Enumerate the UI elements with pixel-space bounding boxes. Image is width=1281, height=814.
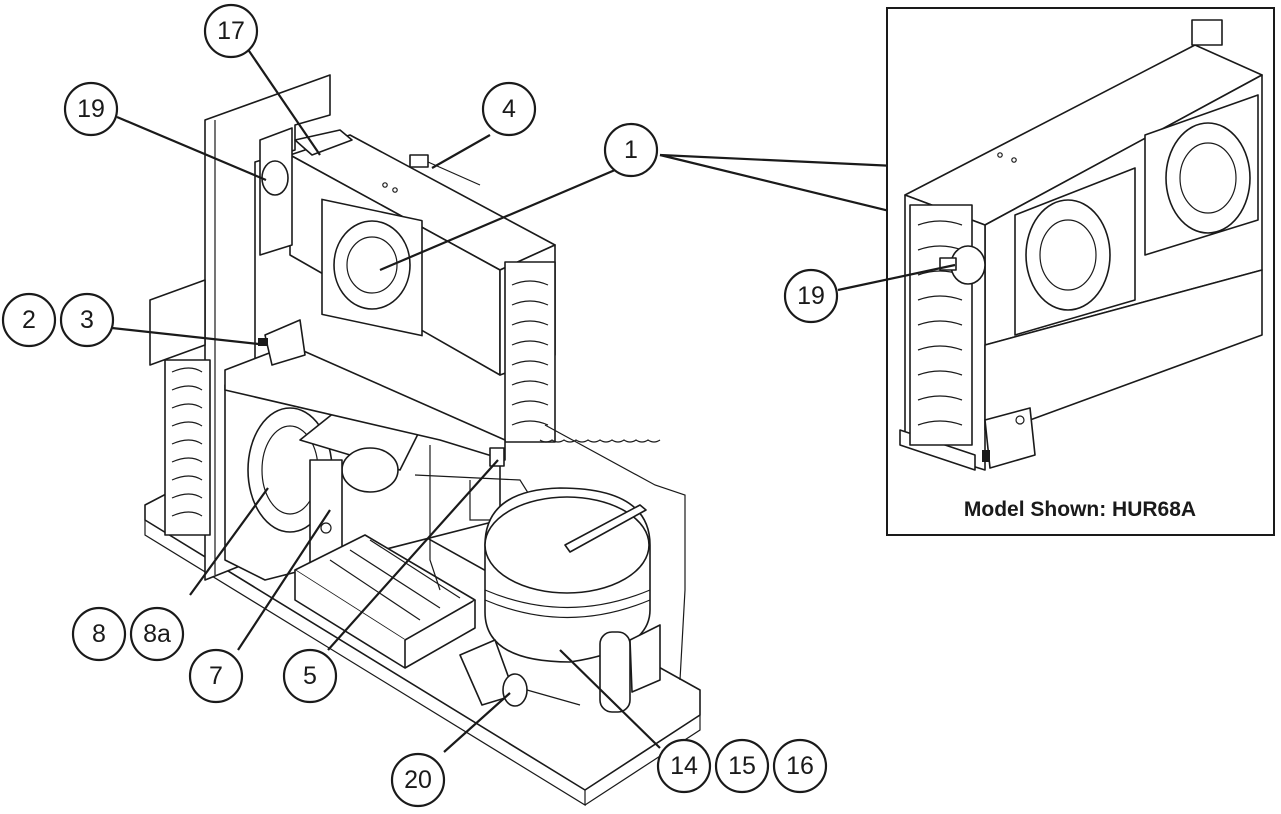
callout-19-inset: 19 [783,268,839,324]
callout-3: 3 [59,292,115,348]
evaporator-housing [224,134,556,461]
callout-8: 8 [71,606,127,662]
svg-text:19: 19 [77,95,105,123]
callout-1: 1 [603,122,659,178]
thermostat-knob-main [259,127,293,256]
inset-evaporator-coil [909,204,973,446]
svg-text:7: 7 [209,662,223,690]
svg-text:14: 14 [670,752,698,780]
evaporator-fan [333,220,411,310]
callout-15: 15 [714,738,770,794]
inset-fan-right [1144,94,1259,256]
inset-clip [982,407,1036,469]
callout-19-main: 19 [63,81,119,137]
callout-20: 20 [390,752,446,808]
callout-14: 14 [656,738,712,794]
main-assembly [144,74,701,807]
callout-16: 16 [772,738,828,794]
svg-text:3: 3 [80,306,94,334]
svg-text:2: 2 [22,306,36,334]
condenser-coil-left [164,359,211,536]
svg-text:16: 16 [786,752,814,780]
compressor [484,487,661,713]
top-bracket [294,129,353,156]
filter-drier [459,639,581,707]
svg-text:8a: 8a [143,620,171,648]
inset-caption: Model Shown: HUR68A [964,498,1196,521]
svg-text:15: 15 [728,752,756,780]
callout-7: 7 [188,648,244,704]
callout-5: 5 [282,648,338,704]
callout-4: 4 [481,81,537,137]
callout-8a: 8a [129,606,185,662]
callout-17: 17 [203,3,259,59]
evaporator-clip [489,447,505,467]
clip-bracket [258,319,306,366]
callout-2: 2 [1,292,57,348]
refrigerant-tubing [414,424,686,681]
svg-text:5: 5 [303,662,317,690]
svg-text:8: 8 [92,620,106,648]
svg-text:4: 4 [502,95,516,123]
svg-text:17: 17 [217,17,245,45]
svg-text:20: 20 [404,766,432,794]
svg-text:1: 1 [624,136,638,164]
inset-panel: 19 Model Shown: HUR68A [783,7,1275,536]
svg-text:19: 19 [797,282,825,310]
inset-fan-left [1014,167,1136,336]
